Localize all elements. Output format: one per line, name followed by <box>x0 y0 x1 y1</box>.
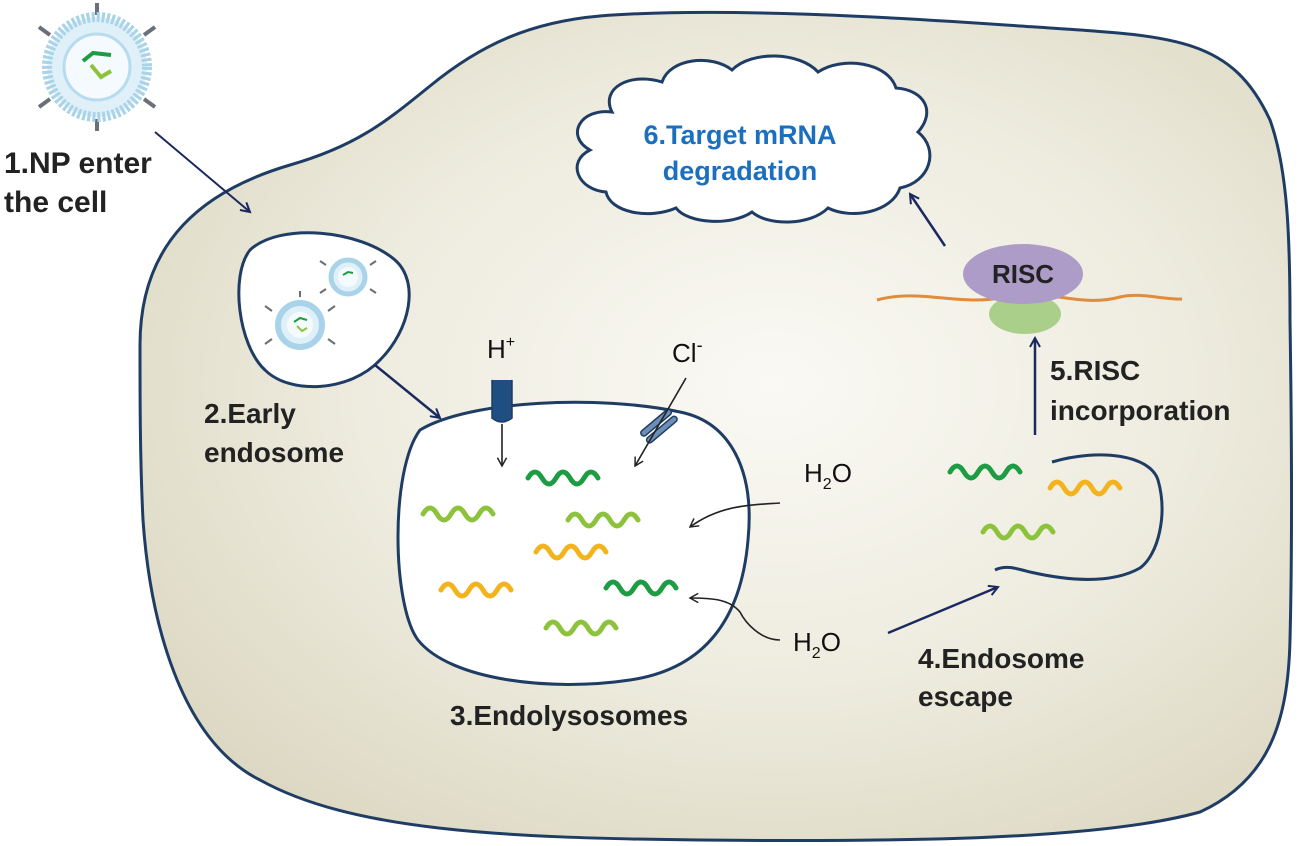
chloride-label: Cl <box>672 338 697 368</box>
step6-label-line1: 6.Target mRNA <box>643 120 836 150</box>
step2-label-line1: 2.Early <box>204 398 296 429</box>
water-lower-h: H <box>793 627 812 657</box>
svg-text:H2O: H2O <box>793 627 841 662</box>
step1-label-line1: 1.NP enter <box>4 147 152 180</box>
maturation-arrow <box>374 364 440 418</box>
svg-text:H+: H+ <box>487 334 515 364</box>
endolysosome <box>396 400 751 686</box>
nanoparticle-icon <box>264 291 336 350</box>
water-upper-o: O <box>832 458 852 488</box>
nanoparticle-icon <box>37 3 157 131</box>
step1-label-line2: the cell <box>4 186 107 219</box>
risc-complex-icon <box>876 244 1183 334</box>
risc-label: RISC <box>992 259 1054 289</box>
step2-label-line2: endosome <box>204 437 344 468</box>
sirna-strand-icon <box>947 463 1123 541</box>
step4-label-line1: 4.Endosome <box>918 643 1084 674</box>
svg-text:Cl-: Cl- <box>672 335 703 368</box>
chloride-arrow <box>634 377 687 468</box>
step4-label-line2: escape <box>918 681 1013 712</box>
proton-label: H <box>487 334 506 364</box>
ruptured-endosome <box>994 453 1164 581</box>
water-inflow-arrow-upper <box>688 502 781 528</box>
step3-label: 3.Endolysosomes <box>450 700 688 731</box>
proton-pump-icon <box>491 379 513 423</box>
water-lower-sub: 2 <box>812 645 821 662</box>
chloride-charge: - <box>697 335 703 355</box>
escape-arrow <box>887 587 998 635</box>
water-upper-h: H <box>804 458 823 488</box>
entry-arrow <box>154 131 250 212</box>
svg-text:H2O: H2O <box>804 458 852 493</box>
degradation-arrow <box>910 194 947 247</box>
proton-charge: + <box>506 334 515 351</box>
step6-label-line2: degradation <box>663 156 818 186</box>
water-inflow-arrow-lower <box>688 592 781 641</box>
water-upper-sub: 2 <box>823 476 832 493</box>
degradation-cloud <box>575 54 932 224</box>
step5-label-line1: 5.RISC <box>1050 355 1140 386</box>
step5-label-line2: incorporation <box>1050 395 1230 426</box>
sirna-strand-icon <box>420 469 679 637</box>
water-lower-o: O <box>821 627 841 657</box>
nanoparticle-icon <box>319 257 377 297</box>
